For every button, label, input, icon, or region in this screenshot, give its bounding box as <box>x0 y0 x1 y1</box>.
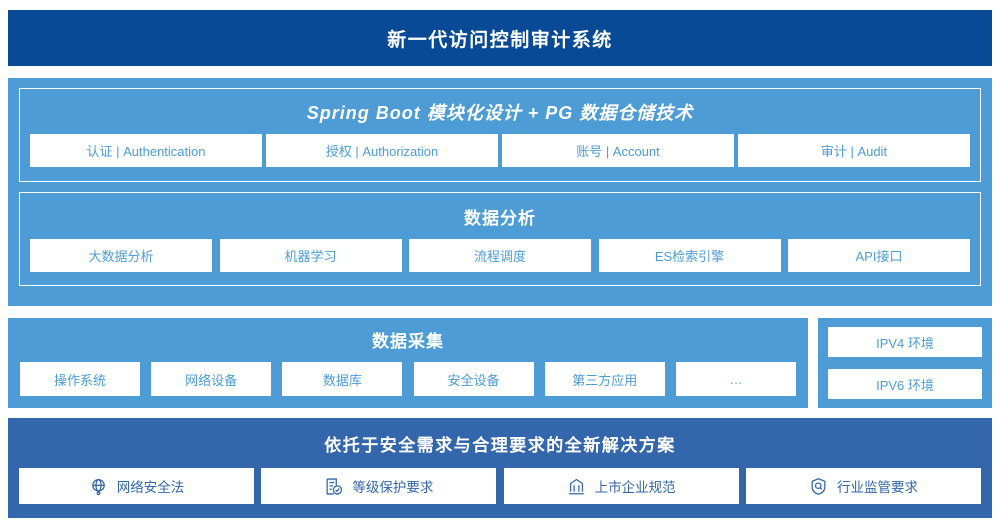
springboot-group: Spring Boot 模块化设计 + PG 数据仓储技术 认证 | Authe… <box>19 88 981 182</box>
solution-card-cybersecurity-law[interactable]: 网络安全法 <box>19 468 254 504</box>
springboot-card[interactable]: 授权 | Authorization <box>266 134 498 167</box>
network-environment-section: IPV4 环境 IPV6 环境 <box>818 318 992 408</box>
environment-card-ipv6[interactable]: IPV6 环境 <box>828 369 982 399</box>
data-analysis-card[interactable]: 流程调度 <box>409 239 591 272</box>
data-analysis-card-row: 大数据分析 机器学习 流程调度 ES检索引擎 API接口 <box>30 239 970 272</box>
platform-section: Spring Boot 模块化设计 + PG 数据仓储技术 认证 | Authe… <box>8 78 992 306</box>
data-analysis-group: 数据分析 大数据分析 机器学习 流程调度 ES检索引擎 API接口 <box>19 192 981 286</box>
page-header: 新一代访问控制审计系统 <box>8 10 992 66</box>
solution-card-label: 等级保护要求 <box>352 480 434 495</box>
page-title: 新一代访问控制审计系统 <box>387 29 613 51</box>
solution-card-listed-enterprise[interactable]: 上市企业规范 <box>503 468 739 504</box>
data-acquisition-card[interactable]: 操作系统 <box>20 362 140 396</box>
data-acquisition-card[interactable]: 第三方应用 <box>544 362 665 396</box>
solution-card-label: 上市企业规范 <box>594 480 676 495</box>
solution-card-label: 网络安全法 <box>116 480 185 495</box>
globe-icon <box>89 477 108 496</box>
bank-icon <box>567 477 586 496</box>
data-analysis-card[interactable]: 机器学习 <box>219 239 402 272</box>
data-analysis-group-title: 数据分析 <box>464 209 536 228</box>
data-acquisition-card[interactable]: 网络设备 <box>151 362 272 396</box>
solution-card-industry-regulation[interactable]: 行业监管要求 <box>745 468 981 504</box>
springboot-card[interactable]: 审计 | Audit <box>738 134 970 167</box>
document-check-icon <box>324 477 343 496</box>
data-acquisition-card[interactable]: 安全设备 <box>413 362 534 396</box>
solution-section-title: 依托于安全需求与合理要求的全新解决方案 <box>324 436 676 455</box>
solution-section: 依托于安全需求与合理要求的全新解决方案 网络安全法 <box>8 418 992 518</box>
springboot-group-title: Spring Boot 模块化设计 + PG 数据仓储技术 <box>306 103 694 123</box>
shield-search-icon <box>809 477 828 496</box>
springboot-card[interactable]: 认证 | Authentication <box>30 134 262 167</box>
data-acquisition-title: 数据采集 <box>372 332 444 351</box>
data-analysis-card[interactable]: 大数据分析 <box>30 239 212 272</box>
solution-card-classified-protection[interactable]: 等级保护要求 <box>261 468 497 504</box>
environment-card-ipv4[interactable]: IPV4 环境 <box>828 327 982 357</box>
data-acquisition-card[interactable]: 数据库 <box>282 362 403 396</box>
springboot-card-row: 认证 | Authentication 授权 | Authorization 账… <box>30 134 970 167</box>
data-acquisition-card-more[interactable]: … <box>675 362 796 396</box>
data-acquisition-card-row: 操作系统 网络设备 数据库 安全设备 第三方应用 … <box>20 362 796 396</box>
data-analysis-card[interactable]: API接口 <box>788 239 970 272</box>
springboot-card[interactable]: 账号 | Account <box>502 134 734 167</box>
data-acquisition-section: 数据采集 操作系统 网络设备 数据库 安全设备 第三方应用 … <box>8 318 808 408</box>
data-analysis-card[interactable]: ES检索引擎 <box>598 239 781 272</box>
solution-card-row: 网络安全法 等级保护要求 <box>19 468 981 504</box>
solution-card-label: 行业监管要求 <box>836 480 918 495</box>
